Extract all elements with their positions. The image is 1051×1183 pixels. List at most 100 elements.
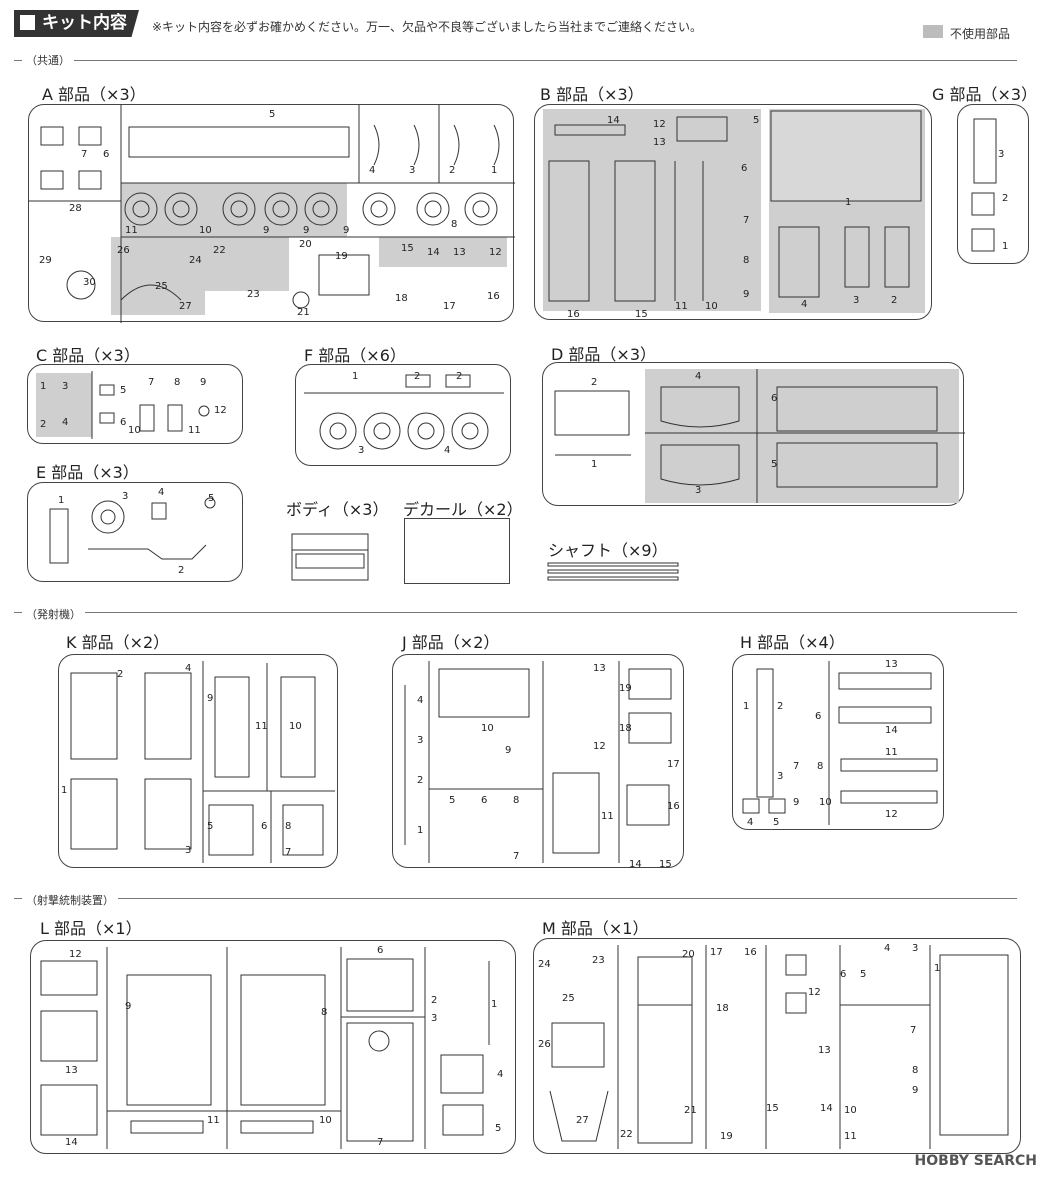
part-number-m: 26 bbox=[538, 1039, 551, 1050]
part-number-g: 2 bbox=[1002, 193, 1009, 204]
part-number-l: 5 bbox=[495, 1123, 502, 1134]
part-number-a: 9 bbox=[303, 225, 310, 236]
part-number-j: 11 bbox=[601, 811, 614, 822]
title-square-icon bbox=[20, 15, 35, 30]
part-number-a: 14 bbox=[427, 247, 440, 258]
part-number-j: 3 bbox=[417, 735, 424, 746]
part-number-a: 24 bbox=[189, 255, 202, 266]
part-number-j: 13 bbox=[593, 663, 606, 674]
part-number-h: 5 bbox=[773, 817, 780, 828]
part-number-m: 15 bbox=[766, 1103, 779, 1114]
part-number-m: 12 bbox=[808, 987, 821, 998]
section-divider bbox=[14, 898, 1017, 899]
part-number-c: 12 bbox=[214, 405, 227, 416]
part-number-k: 5 bbox=[207, 821, 214, 832]
part-number-h: 6 bbox=[815, 711, 822, 722]
part-number-b: 15 bbox=[635, 309, 648, 320]
part-number-k: 1 bbox=[61, 785, 68, 796]
part-number-a: 2 bbox=[449, 165, 456, 176]
parts-title-b: B 部品（×3） bbox=[540, 85, 644, 104]
part-number-l: 9 bbox=[125, 1001, 132, 1012]
part-number-j: 5 bbox=[449, 795, 456, 806]
section-divider bbox=[14, 60, 1017, 61]
part-number-h: 3 bbox=[777, 771, 784, 782]
part-number-j: 2 bbox=[417, 775, 424, 786]
part-number-d: 2 bbox=[591, 377, 598, 388]
part-number-k: 11 bbox=[255, 721, 268, 732]
part-number-k: 6 bbox=[261, 821, 268, 832]
part-number-e: 4 bbox=[158, 487, 165, 498]
part-number-j: 8 bbox=[513, 795, 520, 806]
part-number-a: 7 bbox=[81, 149, 88, 160]
part-number-d: 5 bbox=[771, 459, 778, 470]
part-number-j: 14 bbox=[629, 859, 642, 870]
part-number-m: 25 bbox=[562, 993, 575, 1004]
part-number-a: 27 bbox=[179, 301, 192, 312]
sprue-f-drawing bbox=[304, 374, 504, 450]
section-label-common: （共通） bbox=[22, 52, 74, 68]
part-number-g: 1 bbox=[1002, 241, 1009, 252]
part-number-a: 19 bbox=[335, 251, 348, 262]
part-number-k: 3 bbox=[185, 845, 192, 856]
part-number-g: 3 bbox=[998, 149, 1005, 160]
part-number-a: 18 bbox=[395, 293, 408, 304]
part-number-a: 5 bbox=[269, 109, 276, 120]
part-number-k: 9 bbox=[207, 693, 214, 704]
part-number-a: 17 bbox=[443, 301, 456, 312]
part-number-j: 19 bbox=[619, 683, 632, 694]
part-number-j: 12 bbox=[593, 741, 606, 752]
part-number-a: 25 bbox=[155, 281, 168, 292]
part-number-b: 9 bbox=[743, 289, 750, 300]
body-drawing bbox=[291, 533, 369, 581]
part-number-m: 19 bbox=[720, 1131, 733, 1142]
part-number-a: 8 bbox=[451, 219, 458, 230]
sprue-d-drawing bbox=[554, 369, 965, 503]
part-number-h: 14 bbox=[885, 725, 898, 736]
part-number-c: 9 bbox=[200, 377, 207, 388]
part-number-m: 3 bbox=[912, 943, 919, 954]
part-number-h: 10 bbox=[819, 797, 832, 808]
unused-parts-swatch bbox=[923, 25, 943, 38]
sprue-a-gray-wheels bbox=[121, 183, 347, 237]
sprue-h-drawing bbox=[742, 661, 938, 825]
parts-title-e: E 部品（×3） bbox=[36, 463, 139, 482]
part-number-d: 3 bbox=[695, 485, 702, 496]
part-number-e: 2 bbox=[178, 565, 185, 576]
part-number-m: 8 bbox=[912, 1065, 919, 1076]
sprue-b-drawing bbox=[548, 110, 922, 302]
part-number-j: 4 bbox=[417, 695, 424, 706]
part-number-h: 1 bbox=[743, 701, 750, 712]
parts-title-m: M 部品（×1） bbox=[542, 919, 649, 938]
part-number-d: 6 bbox=[771, 393, 778, 404]
sprue-a-drawing bbox=[29, 105, 515, 323]
part-number-b: 10 bbox=[705, 301, 718, 312]
part-number-b: 8 bbox=[743, 255, 750, 266]
sprue-g-drawing bbox=[971, 118, 997, 252]
part-number-b: 1 bbox=[845, 197, 852, 208]
part-number-e: 5 bbox=[208, 493, 215, 504]
part-number-a: 1 bbox=[491, 165, 498, 176]
part-number-m: 6 bbox=[840, 969, 847, 980]
part-number-m: 1 bbox=[934, 963, 941, 974]
sprue-d-gray bbox=[645, 369, 959, 503]
part-number-h: 9 bbox=[793, 797, 800, 808]
hobby-search-watermark: HOBBY SEARCH bbox=[914, 1153, 1037, 1169]
parts-title-body: ボディ（×3） bbox=[286, 500, 389, 519]
part-number-c: 5 bbox=[120, 385, 127, 396]
parts-title-l: L 部品（×1） bbox=[40, 919, 142, 938]
part-number-m: 18 bbox=[716, 1003, 729, 1014]
part-number-e: 1 bbox=[58, 495, 65, 506]
sprue-a-gray-block3 bbox=[379, 237, 507, 267]
part-number-a: 3 bbox=[409, 165, 416, 176]
part-number-m: 16 bbox=[744, 947, 757, 958]
part-number-l: 2 bbox=[431, 995, 438, 1006]
part-number-j: 7 bbox=[513, 851, 520, 862]
part-number-d: 1 bbox=[591, 459, 598, 470]
unused-parts-label: 不使用部品 bbox=[950, 27, 1011, 41]
part-number-l: 13 bbox=[65, 1065, 78, 1076]
part-number-a: 9 bbox=[263, 225, 270, 236]
part-number-h: 8 bbox=[817, 761, 824, 772]
